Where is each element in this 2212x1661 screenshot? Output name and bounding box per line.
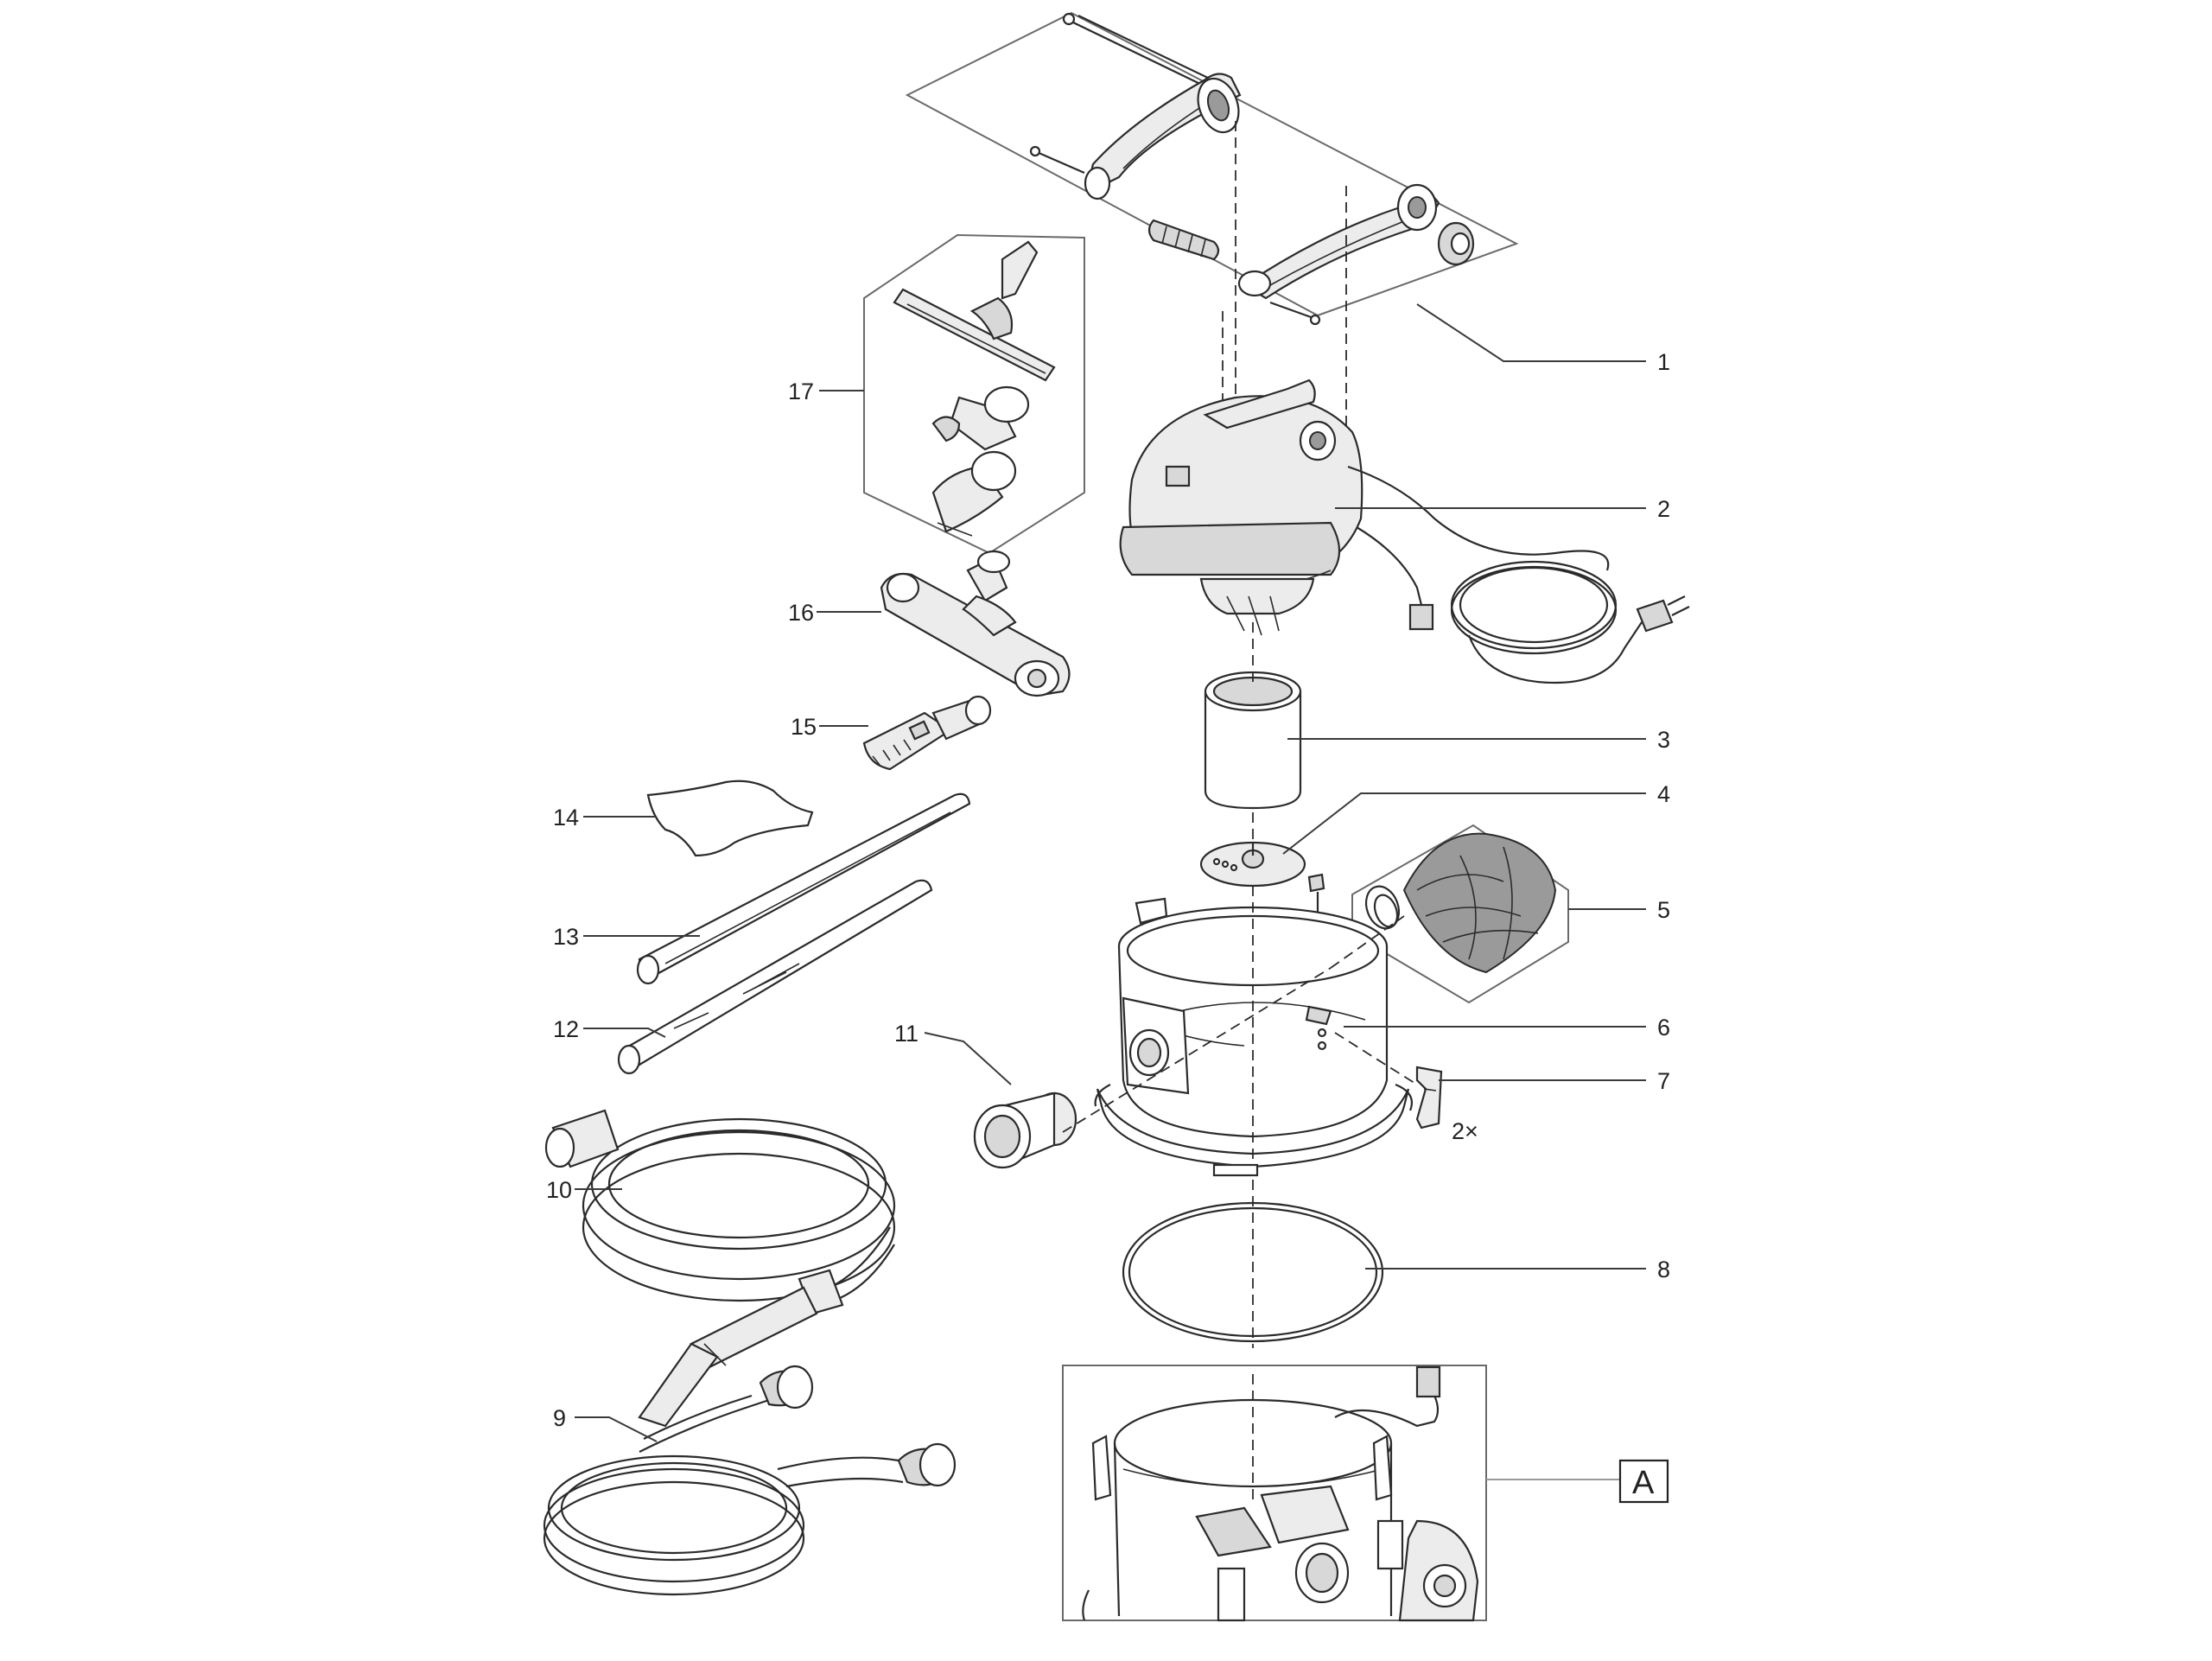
part-9-hose	[543, 1365, 957, 1596]
callout-labels: 1 2 3 4 5 6 7 8 9 10 11 12 13 14 15 16 1…	[546, 349, 1670, 1431]
part-4-filter-plate	[1199, 841, 1306, 888]
part-16-turbo-nozzle	[880, 550, 1071, 697]
callout-4: 4	[1657, 781, 1670, 807]
callout-11: 11	[894, 1021, 918, 1047]
callout-10: 10	[546, 1177, 572, 1203]
part-1-handle-kit	[905, 11, 1519, 449]
part-3-cartridge-filter	[1204, 671, 1302, 810]
reference-label-a: A	[1618, 1459, 1669, 1504]
callout-1: 1	[1657, 349, 1670, 375]
part-7-clips	[1415, 1066, 1443, 1130]
callout-16: 16	[788, 600, 814, 626]
callout-2: 2	[1657, 496, 1670, 522]
callout-13: 13	[553, 924, 579, 950]
callout-3: 3	[1657, 727, 1670, 753]
reference-a-base-container	[1062, 1365, 1487, 1622]
callout-14: 14	[553, 805, 579, 830]
quantity-note: 2×	[1452, 1118, 1478, 1144]
part-12-13-extension-tubes	[617, 792, 971, 1075]
leader-lines	[575, 303, 1646, 1480]
callout-12: 12	[553, 1016, 579, 1042]
svg-text:A: A	[1632, 1465, 1655, 1501]
callout-8: 8	[1657, 1257, 1670, 1282]
part-10-suction-hose	[544, 1109, 896, 1428]
part-14-cloth	[646, 780, 814, 857]
callout-5: 5	[1657, 897, 1670, 923]
callout-9: 9	[553, 1405, 566, 1431]
part-17-nozzle-set	[863, 233, 1085, 555]
callout-7: 7	[1657, 1068, 1670, 1094]
callout-17: 17	[788, 379, 814, 404]
part-15-brush-nozzle	[862, 695, 992, 771]
part-11-connector	[973, 1091, 1077, 1169]
part-2-motor-head	[1119, 379, 1690, 684]
callout-6: 6	[1657, 1015, 1670, 1041]
callout-15: 15	[791, 714, 817, 740]
